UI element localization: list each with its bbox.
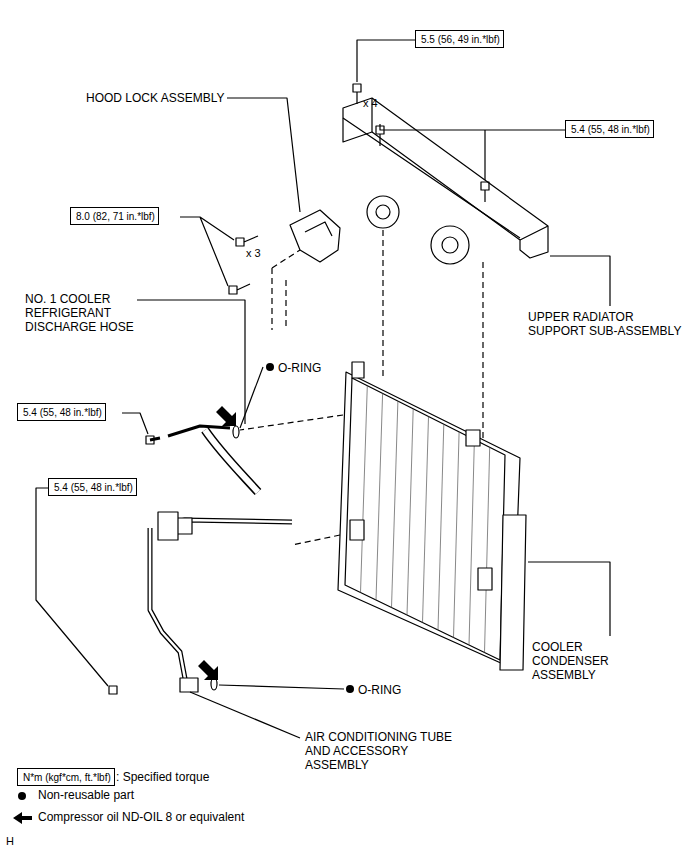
- non-reusable-dot: [346, 685, 354, 693]
- leader-line: [219, 685, 344, 689]
- torque-box: 5.4 (55, 48 in.*lbf): [565, 120, 654, 138]
- tube-block: [158, 512, 192, 540]
- bolt: [353, 84, 361, 104]
- leader-line: [357, 40, 415, 82]
- horn: [376, 205, 390, 219]
- bolt: [146, 436, 154, 444]
- tube-fitting: [180, 678, 198, 692]
- assembly-line: [240, 230, 483, 545]
- leader-line: [190, 692, 300, 738]
- part-label: : Specified torque: [116, 770, 256, 784]
- torque-box: N*m (kgf*cm, ft.*lbf): [17, 768, 115, 786]
- part-label: AIR CONDITIONING TUBE AND ACCESSORY ASSE…: [305, 730, 473, 772]
- part-label: COOLER CONDENSER ASSEMBLY: [532, 640, 662, 682]
- o-ring: [233, 426, 239, 438]
- leader-line: [227, 98, 300, 212]
- oil-arrow: [198, 660, 218, 680]
- legend-entry: Compressor oil ND-OIL 8 or equivalent: [12, 810, 244, 825]
- non-reusable-dot: [266, 363, 274, 371]
- condenser: [338, 372, 520, 668]
- leader-line: [180, 217, 234, 286]
- hose-fitting: [150, 426, 230, 440]
- torque-box: 5.4 (55, 48 in.*lbf): [17, 403, 106, 421]
- torque-box: 8.0 (82, 71 in.*lbf): [70, 207, 159, 225]
- part-label: UPPER RADIATOR SUPPORT SUB-ASSEMBLY: [528, 310, 686, 338]
- leader-line: [550, 256, 610, 306]
- torque-value: 8.0 (82, 71 in.*lbf): [76, 211, 153, 223]
- torque-box: 5.4 (55, 48 in.*lbf): [48, 478, 137, 496]
- part-label: x 4: [363, 96, 403, 110]
- torque-value: 5.5 (56, 49 in.*lbf): [421, 34, 498, 46]
- leader-line: [36, 488, 108, 686]
- non-reusable-symbol: [12, 789, 34, 803]
- condenser-fins: [361, 386, 490, 653]
- leader-line: [528, 562, 610, 636]
- hose: [205, 430, 258, 492]
- torque-value: 5.4 (55, 48 in.*lbf): [54, 482, 131, 494]
- support-edge: [343, 98, 548, 240]
- leader-line: [137, 300, 245, 424]
- part-label: O-RING: [358, 683, 418, 697]
- part-label: HOOD LOCK ASSEMBLY: [86, 91, 226, 105]
- horn: [431, 226, 469, 264]
- torque-value: 5.4 (55, 48 in.*lbf): [571, 124, 648, 136]
- receiver-tank: [500, 515, 526, 670]
- ac-tube: [150, 520, 292, 684]
- bolt: [109, 686, 117, 694]
- hood-lock-cable: [272, 250, 300, 330]
- bracket: [350, 362, 492, 590]
- oil-arrow-symbol: [12, 811, 34, 825]
- horn: [442, 237, 458, 253]
- bolt: [229, 284, 250, 294]
- oil-arrow: [216, 406, 236, 426]
- torque-value: N*m (kgf*cm, ft.*lbf): [23, 772, 109, 784]
- part-label: x 3: [246, 246, 276, 260]
- bolt: [236, 236, 258, 246]
- legend-text: Non-reusable part: [38, 788, 134, 802]
- part-label: H: [6, 834, 26, 848]
- horn: [367, 196, 399, 228]
- part-label: O-RING: [278, 361, 338, 375]
- leader-line: [240, 367, 263, 428]
- torque-value: 5.4 (55, 48 in.*lbf): [23, 407, 100, 419]
- torque-box: 5.5 (56, 49 in.*lbf): [415, 30, 504, 48]
- hose: [205, 430, 258, 492]
- legend-entry: Non-reusable part: [12, 788, 134, 803]
- hood-lock: [305, 222, 332, 236]
- leader-line: [122, 413, 148, 434]
- part-label: NO. 1 COOLER REFRIGERANT DISCHARGE HOSE: [25, 292, 137, 334]
- ac-tube: [150, 520, 292, 684]
- leader-line: [380, 124, 565, 180]
- bolt: [481, 182, 489, 202]
- hood-lock: [290, 210, 340, 262]
- legend-text: Compressor oil ND-OIL 8 or equivalent: [38, 810, 244, 824]
- condenser-core: [345, 378, 505, 660]
